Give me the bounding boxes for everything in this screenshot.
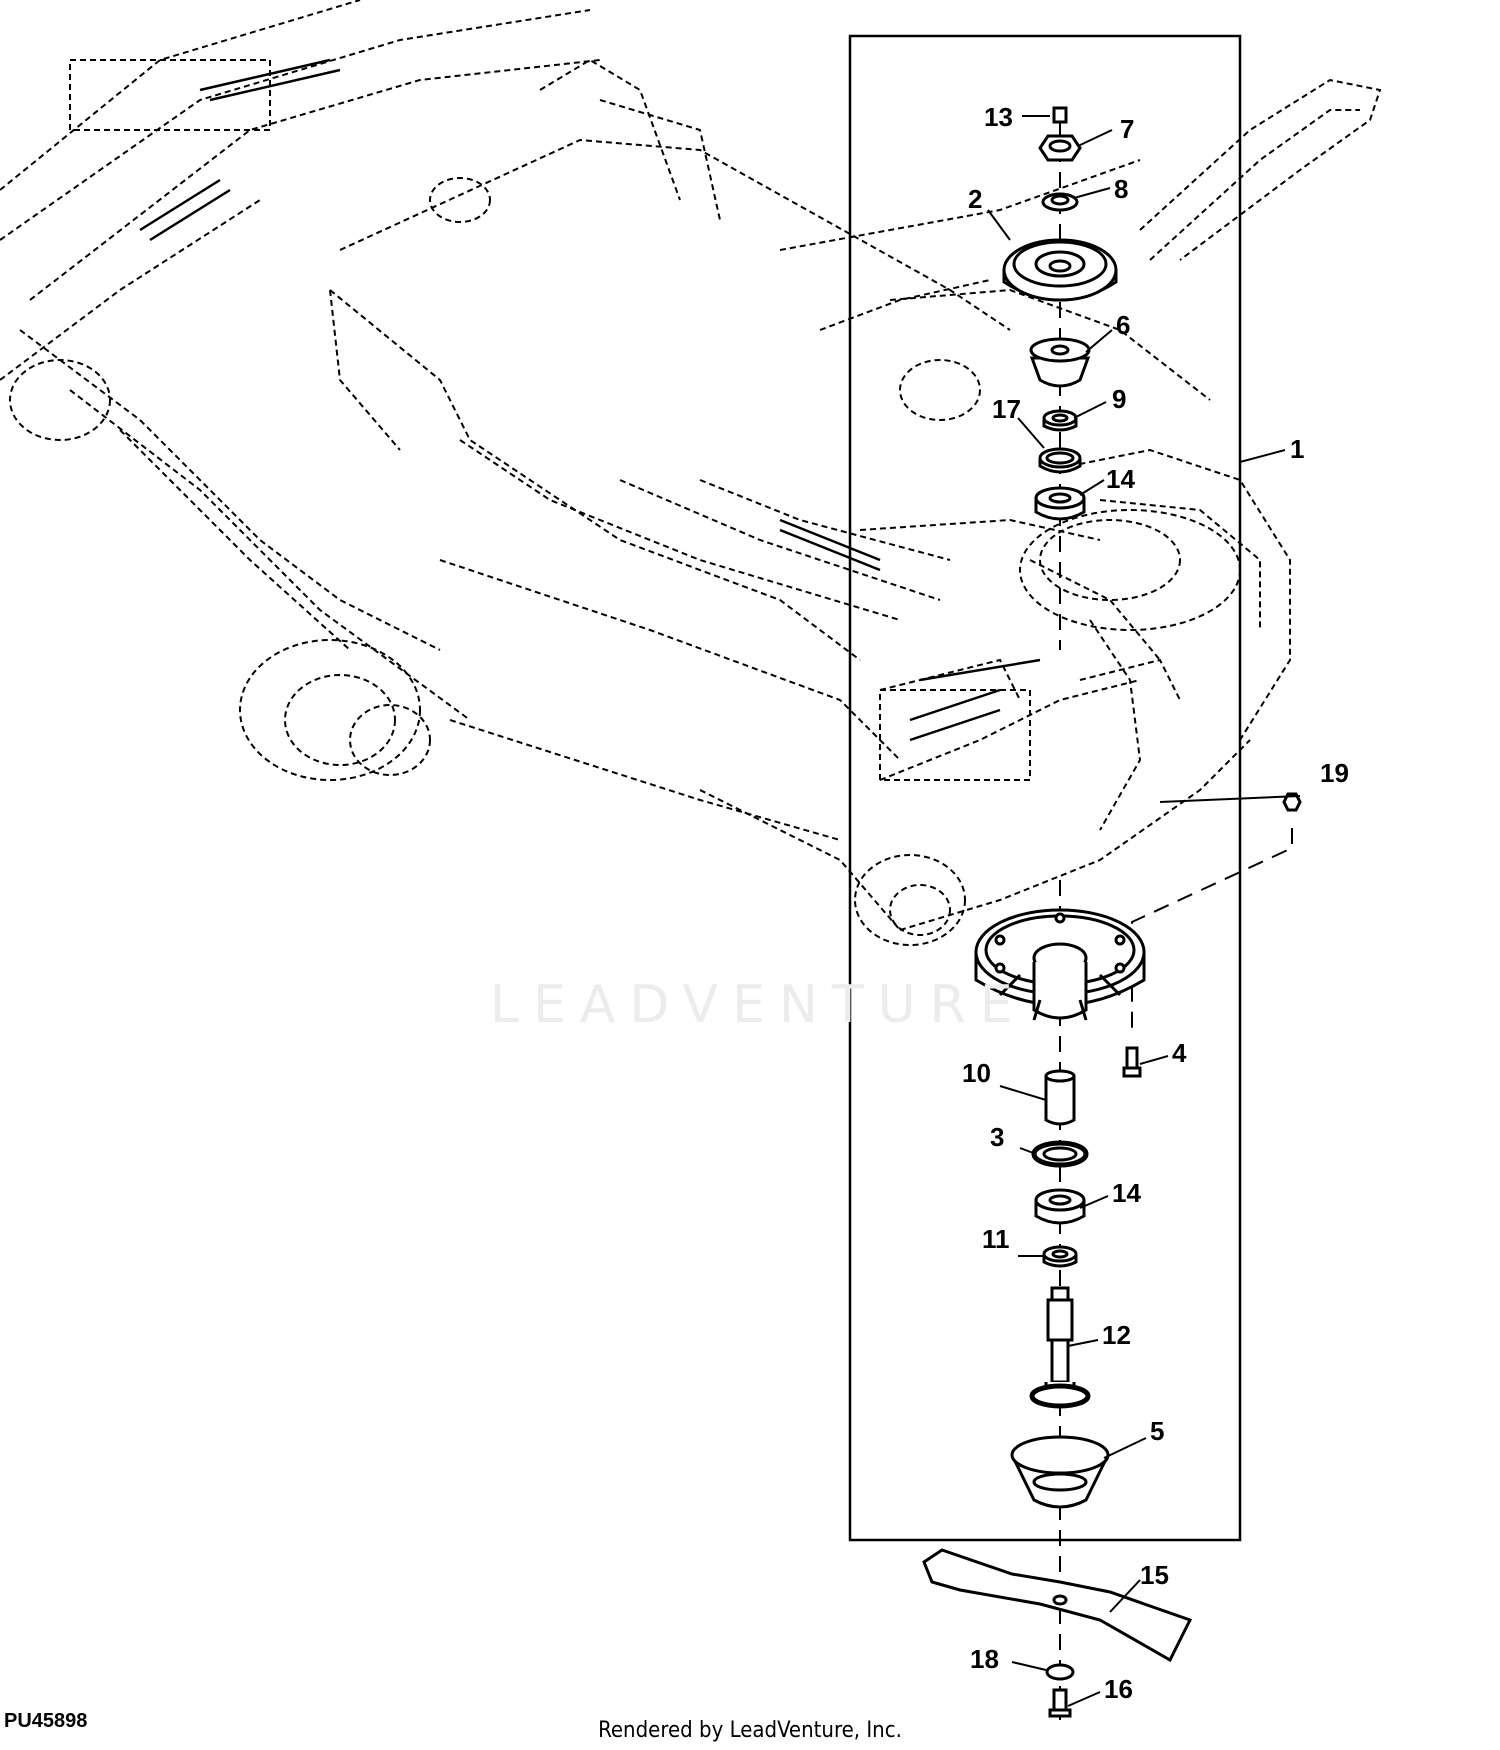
leader-1 bbox=[1239, 449, 1286, 463]
pulley-2 bbox=[1002, 238, 1118, 302]
figure-id: PU45898 bbox=[4, 1710, 88, 1732]
callout-9: 9 bbox=[1112, 384, 1127, 414]
callout-17: 16 bbox=[1104, 1674, 1133, 1704]
sleeve-10 bbox=[1044, 1069, 1076, 1126]
bolt-17 bbox=[1048, 1688, 1072, 1718]
ring-15 bbox=[1038, 447, 1082, 474]
callout-10: 10 bbox=[962, 1058, 991, 1088]
callout-3: 3 bbox=[990, 1122, 1005, 1152]
bolt-4 bbox=[1122, 1046, 1142, 1078]
footer-credit: Rendered by LeadVenture, Inc. bbox=[598, 1718, 902, 1743]
callout-1: 1 bbox=[1290, 434, 1305, 464]
callout-6: 6 bbox=[1116, 310, 1131, 340]
callout-19: 19 bbox=[1320, 758, 1349, 788]
callout-12: 12 bbox=[1102, 1320, 1131, 1350]
blade-16 bbox=[922, 1548, 1193, 1663]
parts-stack bbox=[922, 106, 1302, 1718]
mower-deck-background bbox=[0, 0, 1382, 946]
leader-lines bbox=[987, 115, 1301, 1707]
shaft-12 bbox=[1029, 1286, 1091, 1409]
nut-19 bbox=[1282, 792, 1302, 812]
seal-3 bbox=[1031, 1140, 1089, 1168]
bearing-11 bbox=[1042, 1245, 1078, 1268]
cup-5 bbox=[1010, 1435, 1110, 1509]
callout-14-top: 14 bbox=[1106, 464, 1135, 494]
callout-13: 13 bbox=[984, 102, 1013, 132]
bearing-14-top bbox=[1034, 486, 1086, 521]
washer-8 bbox=[1041, 192, 1079, 212]
callout-11: 11 bbox=[982, 1224, 1010, 1254]
bearing-9 bbox=[1042, 409, 1078, 432]
washer-18 bbox=[1045, 1663, 1075, 1681]
callout-4: 4 bbox=[1172, 1038, 1187, 1068]
callout-16: 15 bbox=[1140, 1560, 1169, 1590]
spindle-housing bbox=[974, 908, 1146, 1021]
nut-7 bbox=[1038, 134, 1082, 162]
cone-6 bbox=[1029, 337, 1091, 388]
callout-7: 7 bbox=[1120, 114, 1135, 144]
callout-8: 8 bbox=[1114, 174, 1129, 204]
callout-15: 17 bbox=[992, 394, 1021, 424]
callout-2: 2 bbox=[968, 184, 983, 214]
bearing-14-bottom bbox=[1034, 1188, 1086, 1225]
kit-border bbox=[848, 34, 1242, 1542]
callout-14-bottom: 14 bbox=[1112, 1178, 1141, 1208]
screw-13 bbox=[1052, 106, 1068, 124]
callout-18: 18 bbox=[970, 1644, 999, 1674]
callout-5: 5 bbox=[1150, 1416, 1165, 1446]
watermark: LEADVENTURE bbox=[490, 975, 1027, 1035]
hatched-areas bbox=[139, 58, 1041, 742]
